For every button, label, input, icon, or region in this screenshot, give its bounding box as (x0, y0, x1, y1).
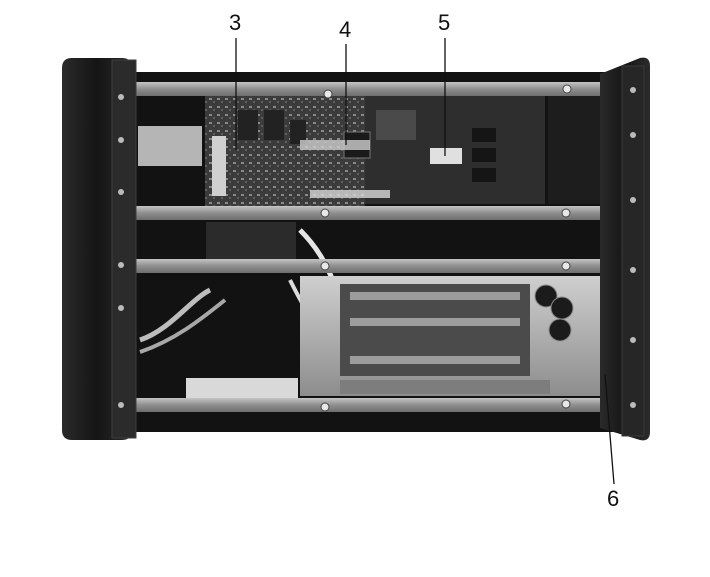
module-rail (350, 356, 520, 364)
screw (323, 89, 333, 99)
component-block (472, 168, 496, 182)
callout-label-4: 4 (339, 17, 352, 42)
capacitor (534, 284, 558, 308)
screw (630, 132, 636, 138)
screw (630, 267, 636, 273)
module-rail (350, 318, 520, 326)
crossbar-lower-middle (132, 259, 624, 273)
crossbar-bottom (132, 398, 624, 412)
chip (264, 110, 284, 140)
control-board (205, 96, 365, 206)
lower-left-plate (186, 378, 298, 400)
component-block (472, 128, 496, 142)
screw (561, 261, 571, 271)
crossbar-upper-middle (132, 206, 624, 220)
screw (118, 305, 124, 311)
module-rail (350, 292, 520, 300)
crossbar-top (132, 82, 624, 96)
right-bracket (548, 96, 600, 204)
screw (118, 262, 124, 268)
screw (630, 402, 636, 408)
callout-label-6: 6 (607, 486, 620, 511)
component-block (472, 148, 496, 162)
relay-module (430, 148, 462, 164)
screw (630, 197, 636, 203)
left-frame-rail (111, 59, 137, 439)
screw (118, 402, 124, 408)
cable-bundle (300, 140, 370, 150)
wire-harness (139, 298, 227, 354)
screw (118, 94, 124, 100)
leader-line-6 (604, 373, 615, 485)
chip (238, 110, 258, 140)
screw (320, 261, 330, 271)
screw (320, 402, 330, 412)
screw (561, 399, 571, 409)
screw (118, 189, 124, 195)
cable-bundle (310, 190, 390, 198)
right-frame-rail (621, 65, 645, 437)
connector-strip (212, 136, 226, 196)
capacitor (548, 318, 572, 342)
screw (118, 137, 124, 143)
ribbon-cable (138, 126, 202, 166)
callout-label-3: 3 (229, 10, 242, 35)
wire-harness (139, 287, 212, 343)
callout-label-5: 5 (438, 10, 451, 35)
screw (630, 87, 636, 93)
screw (561, 208, 571, 218)
chip (290, 120, 306, 144)
terminal-strip (340, 380, 550, 394)
small-board (376, 110, 416, 140)
screw (320, 208, 330, 218)
screw (630, 337, 636, 343)
screw (562, 84, 572, 94)
capacitor (550, 296, 574, 320)
